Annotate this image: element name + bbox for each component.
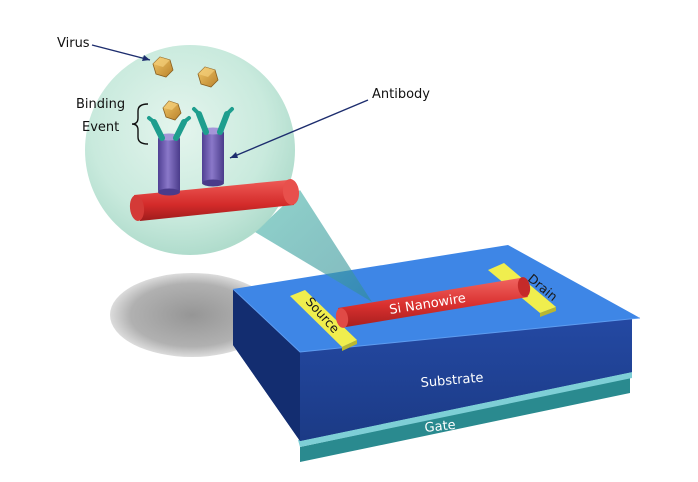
virus-icon bbox=[162, 100, 182, 121]
substrate-label: Substrate bbox=[420, 371, 484, 391]
arrow-icon bbox=[229, 99, 369, 159]
bracket-icon bbox=[131, 103, 149, 145]
substrate-left-face bbox=[233, 289, 300, 441]
gate-label: Gate bbox=[424, 418, 457, 436]
zoom-bubble bbox=[85, 45, 295, 255]
bubble-nanowire bbox=[129, 179, 300, 221]
virus-icon bbox=[197, 66, 219, 88]
antibody-icon bbox=[192, 107, 234, 187]
binding-label-line2: Event bbox=[82, 120, 119, 135]
zoom-cone bbox=[255, 190, 372, 302]
arrow-icon bbox=[91, 44, 151, 61]
device: Source Drain Si Nanowire Substrate Gate bbox=[232, 245, 641, 462]
source-electrode bbox=[290, 290, 357, 347]
gate-layer-front bbox=[300, 377, 630, 462]
antibody-label: Antibody bbox=[372, 87, 430, 102]
binding-label-line1: Binding bbox=[76, 97, 125, 112]
virus-icon bbox=[152, 56, 174, 78]
antibody-icon bbox=[147, 116, 191, 196]
virus-label: Virus bbox=[57, 36, 90, 51]
si-nanowire bbox=[335, 277, 531, 328]
substrate-front-face bbox=[300, 318, 632, 441]
